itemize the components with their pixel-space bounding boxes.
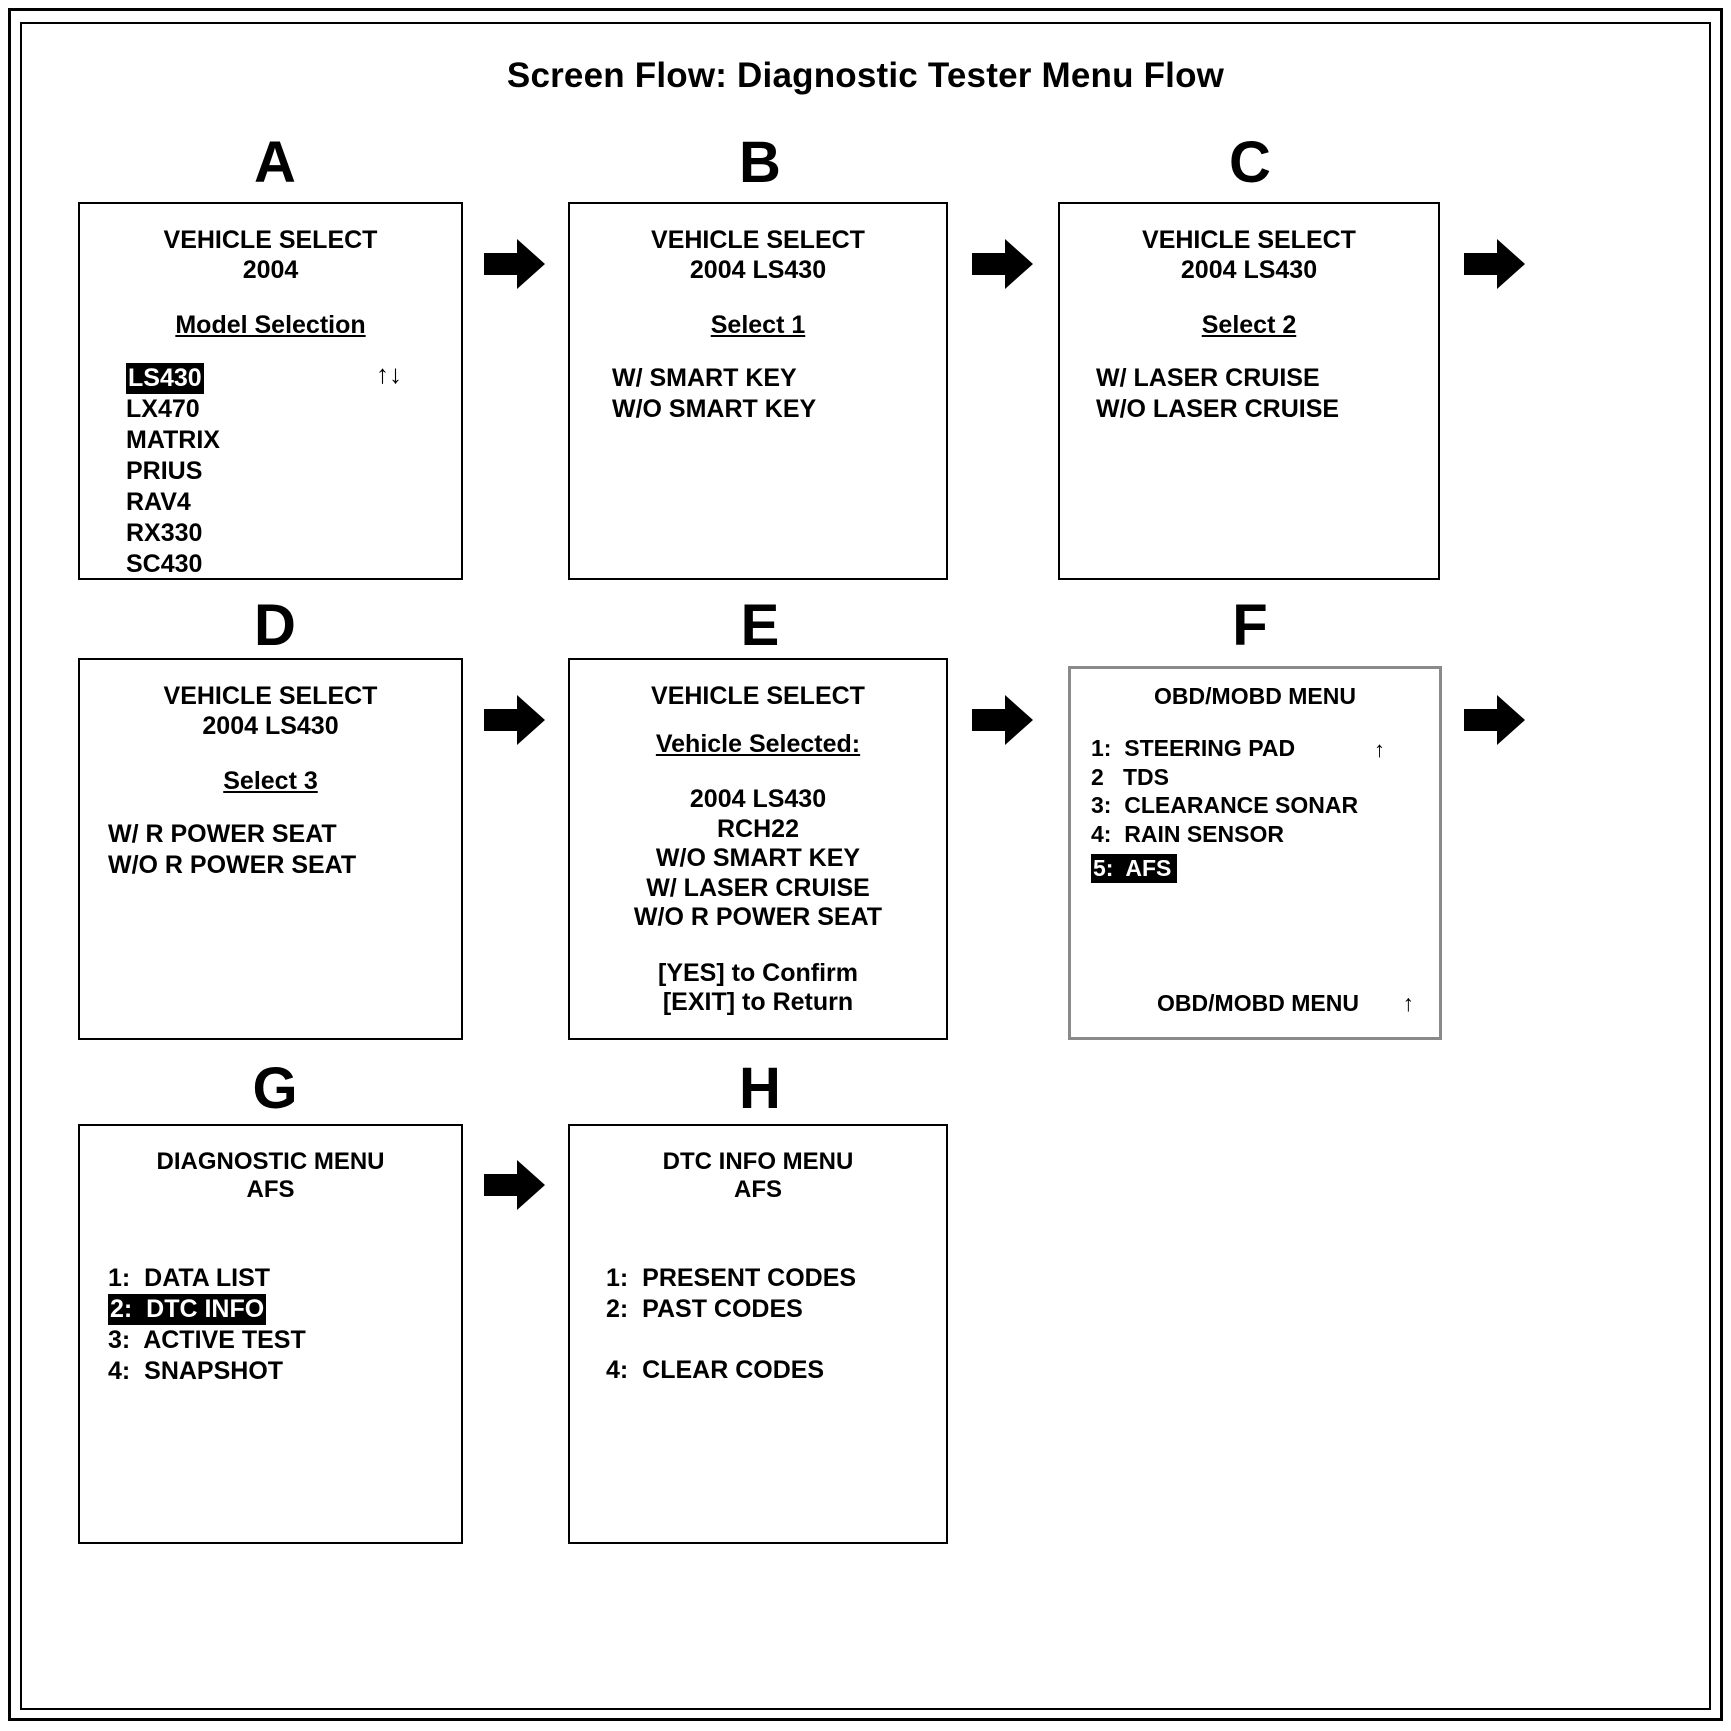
screen-e: VEHICLE SELECT Vehicle Selected: 2004 LS…: [568, 658, 948, 1040]
list-item[interactable]: 2 TDS: [1091, 763, 1169, 790]
footer-scroll-up-icon: ↑: [1402, 990, 1415, 1016]
screen-c-subtitle: Select 2: [1201, 311, 1297, 339]
scroll-updown-icon: ↑↓: [376, 359, 402, 389]
vehicle-summary-line: W/ LASER CRUISE: [646, 873, 870, 902]
list-item[interactable]: 5: AFS: [1091, 854, 1178, 883]
screen-d-subtitle: Select 3: [223, 767, 318, 795]
list-item[interactable]: 2: PAST CODES: [606, 1294, 803, 1323]
list-item[interactable]: 1: STEERING PAD: [1091, 735, 1296, 762]
flow-arrow-a-to-b: [484, 236, 546, 292]
figure-outer-border: [8, 8, 1723, 1721]
panel-letter-g: G: [252, 1056, 298, 1121]
panel-letter-b: B: [739, 130, 781, 195]
list-item[interactable]: 4: CLEAR CODES: [606, 1355, 825, 1384]
list-item[interactable]: 3: CLEARANCE SONAR: [1091, 792, 1359, 819]
vehicle-summary-line: RCH22: [717, 814, 799, 843]
screen-h-title-line2: AFS: [734, 1176, 782, 1204]
vehicle-summary-line: 2004 LS430: [689, 785, 827, 813]
page-title: Screen Flow: Diagnostic Tester Menu Flow: [506, 56, 1225, 95]
screen-d: VEHICLE SELECT 2004 LS430 Select 3 W/ R …: [78, 658, 463, 1040]
screen-h: DTC INFO MENU AFS 1: PRESENT CODES 2: PA…: [568, 1124, 948, 1544]
screen-g-title-line2: AFS: [246, 1176, 295, 1204]
list-item[interactable]: RAV4: [126, 487, 191, 516]
list-item[interactable]: PRIUS: [126, 456, 203, 485]
panel-letter-d: D: [254, 593, 296, 658]
panel-letter-f: F: [1232, 593, 1268, 658]
screen-d-title-line1: VEHICLE SELECT: [163, 682, 378, 710]
list-item[interactable]: W/O LASER CRUISE: [1096, 394, 1340, 423]
return-prompt: [EXIT] to Return: [662, 988, 854, 1016]
vehicle-summary-line: W/O SMART KEY: [655, 844, 861, 872]
screen-a-subtitle: Model Selection: [175, 311, 366, 339]
screen-b: VEHICLE SELECT 2004 LS430 Select 1 W/ SM…: [568, 202, 948, 580]
panel-letter-e: E: [740, 593, 780, 658]
screen-c: VEHICLE SELECT 2004 LS430 Select 2 W/ LA…: [1058, 202, 1440, 580]
screen-b-title-line1: VEHICLE SELECT: [651, 226, 865, 254]
screen-b-title-line2: 2004 LS430: [689, 255, 827, 284]
screen-c-title-line2: 2004 LS430: [1180, 255, 1318, 284]
list-item[interactable]: 1: PRESENT CODES: [606, 1263, 857, 1292]
screen-g: DIAGNOSTIC MENU AFS 1: DATA LIST 2: DTC …: [78, 1124, 463, 1544]
screen-f: OBD/MOBD MENU 1: STEERING PAD 2 TDS 3: C…: [1068, 666, 1442, 1040]
panel-letter-h: H: [739, 1056, 781, 1121]
list-item[interactable]: W/O SMART KEY: [612, 394, 817, 423]
flow-arrow-b-to-c: [972, 236, 1034, 292]
screen-g-title-line1: DIAGNOSTIC MENU: [156, 1148, 385, 1175]
panel-letter-c: C: [1229, 130, 1271, 195]
list-item[interactable]: LX470: [126, 394, 200, 423]
screen-a-title-line2: 2004: [242, 255, 299, 284]
flow-arrow-d-to-e: [484, 692, 546, 748]
list-item[interactable]: 2: DTC INFO: [108, 1293, 267, 1325]
list-item[interactable]: SC430: [126, 549, 203, 578]
flow-arrow-f-to-g: [1464, 692, 1526, 748]
list-item[interactable]: W/ R POWER SEAT: [108, 819, 337, 848]
screen-c-title-line1: VEHICLE SELECT: [1142, 226, 1356, 254]
panel-letter-a: A: [254, 130, 296, 195]
list-item[interactable]: 4: SNAPSHOT: [108, 1356, 284, 1385]
list-item[interactable]: W/O R POWER SEAT: [108, 850, 357, 879]
flow-arrow-e-to-f: [972, 692, 1034, 748]
screen-a: VEHICLE SELECT 2004 Model Selection LS43…: [78, 202, 463, 580]
list-item[interactable]: 1: DATA LIST: [108, 1263, 271, 1292]
screen-e-subtitle: Vehicle Selected:: [655, 729, 861, 758]
screen-e-title-line1: VEHICLE SELECT: [651, 682, 865, 710]
list-item[interactable]: LS430: [126, 362, 204, 394]
figure-inner-border: [20, 22, 1711, 1710]
list-item[interactable]: W/ LASER CRUISE: [1096, 363, 1320, 392]
list-item[interactable]: MATRIX: [126, 425, 220, 454]
confirm-prompt: [YES] to Confirm: [658, 958, 858, 987]
screen-h-title-line1: DTC INFO MENU: [662, 1148, 854, 1175]
screen-a-title-line1: VEHICLE SELECT: [163, 226, 378, 254]
list-item[interactable]: W/ SMART KEY: [612, 363, 797, 392]
vehicle-summary-line: W/O R POWER SEAT: [633, 903, 883, 931]
scroll-up-icon: ↑: [1374, 737, 1385, 763]
screen-f-footer-label: OBD/MOBD MENU: [1157, 990, 1359, 1016]
flow-arrow-c-to-d: [1464, 236, 1526, 292]
list-item[interactable]: RX330: [126, 518, 203, 547]
screen-d-title-line2: 2004 LS430: [202, 711, 339, 740]
screen-f-title: OBD/MOBD MENU: [1154, 683, 1356, 709]
list-item[interactable]: 3: ACTIVE TEST: [108, 1325, 306, 1354]
list-item[interactable]: 4: RAIN SENSOR: [1091, 820, 1284, 847]
screen-b-subtitle: Select 1: [710, 311, 806, 339]
flow-arrow-g-to-h: [484, 1157, 546, 1213]
